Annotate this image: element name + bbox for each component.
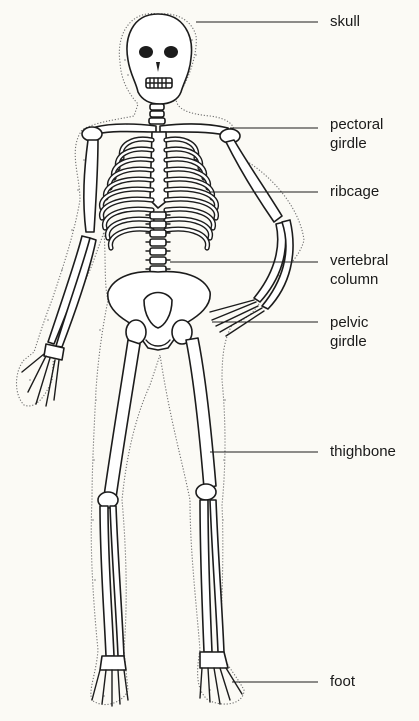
label-pectoral-girdle: pectoral girdle bbox=[330, 115, 383, 153]
label-pelvic-girdle-line1: pelvic bbox=[330, 313, 368, 332]
label-ribcage: ribcage bbox=[330, 182, 379, 201]
left-leg-bone bbox=[92, 340, 140, 706]
label-skull: skull bbox=[330, 12, 360, 31]
thighbone-bone bbox=[186, 338, 216, 500]
skull-bone bbox=[127, 14, 191, 104]
vertebra bbox=[150, 248, 166, 255]
rib-left bbox=[110, 229, 152, 248]
rib-right bbox=[166, 229, 208, 248]
label-thighbone-text: thighbone bbox=[330, 442, 396, 461]
label-ribcage-text: ribcage bbox=[330, 182, 379, 201]
label-foot-text: foot bbox=[330, 672, 355, 691]
label-skull-text: skull bbox=[330, 12, 360, 31]
foot-bone bbox=[200, 652, 242, 704]
label-vertebral-column-line1: vertebral bbox=[330, 251, 388, 270]
label-pectoral-girdle-line1: pectoral bbox=[330, 115, 383, 134]
right-arm-bone bbox=[210, 140, 293, 336]
vertebra bbox=[150, 230, 166, 237]
vertebra bbox=[150, 257, 166, 264]
vertebra bbox=[150, 239, 166, 246]
vertebra bbox=[150, 212, 166, 219]
label-vertebral-column: vertebral column bbox=[330, 251, 388, 289]
left-arm-bone bbox=[22, 140, 98, 406]
right-leg-bone bbox=[200, 500, 224, 652]
label-vertebral-column-line2: column bbox=[330, 270, 388, 289]
label-foot: foot bbox=[330, 672, 355, 691]
neck-vertebrae bbox=[149, 104, 165, 124]
label-pelvic-girdle-line2: girdle bbox=[330, 332, 368, 351]
vertebra bbox=[150, 221, 166, 228]
ribs-right bbox=[166, 139, 216, 248]
label-thighbone: thighbone bbox=[330, 442, 396, 461]
ribs-left bbox=[102, 139, 152, 248]
label-pectoral-girdle-line2: girdle bbox=[330, 134, 383, 153]
label-pelvic-girdle: pelvic girdle bbox=[330, 313, 368, 351]
